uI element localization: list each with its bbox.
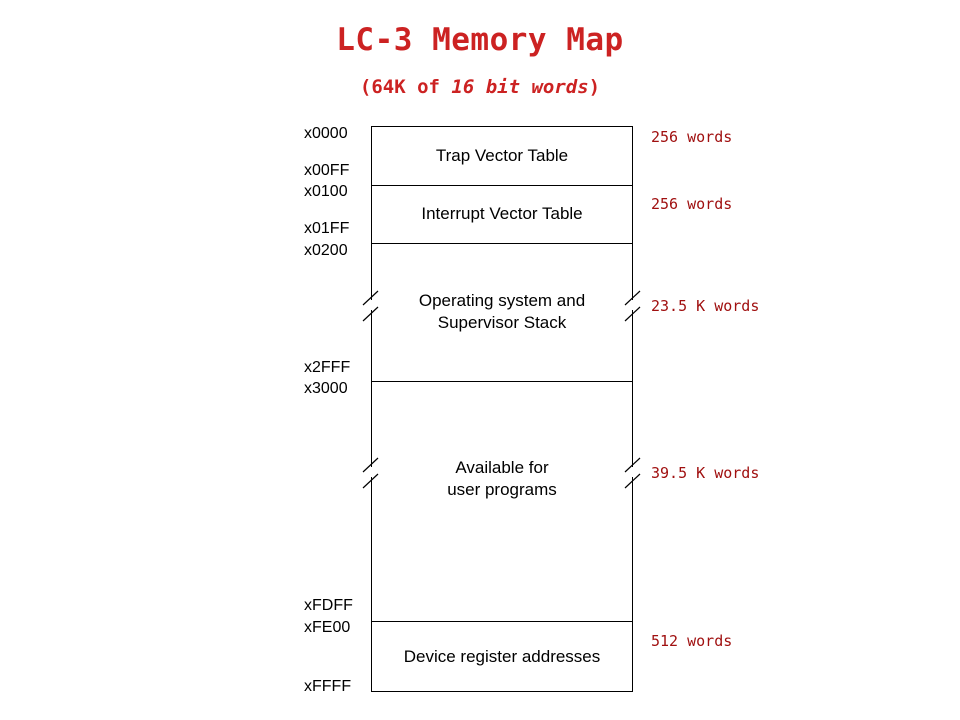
address-label: x2FFF <box>304 359 351 376</box>
divider <box>372 621 632 622</box>
memory-map-box: Trap Vector Table Interrupt Vector Table… <box>371 126 633 692</box>
address-label: x3000 <box>304 380 348 397</box>
address-label: xFFFF <box>304 678 352 695</box>
size-label: 39.5 K words <box>651 464 760 482</box>
break-line-left-top <box>362 457 379 473</box>
subtitle-open: (64K of <box>359 76 452 98</box>
address-label: xFE00 <box>304 619 351 636</box>
break-line-right-bottom <box>624 306 641 322</box>
diagram-title: LC-3 Memory Map <box>336 22 624 58</box>
address-label: x0000 <box>304 125 348 142</box>
subtitle-italic: 16 bit words <box>451 76 589 98</box>
break-line-right-bottom <box>624 473 641 489</box>
break-line-left-bottom <box>362 306 379 322</box>
size-label: 512 words <box>651 632 733 650</box>
address-label: x01FF <box>304 220 350 237</box>
region-interrupt-vector-table: Interrupt Vector Table <box>421 204 583 223</box>
break-gap <box>366 467 376 477</box>
region-operating-system: Operating system and Supervisor Stack <box>418 291 586 332</box>
break-gap <box>366 300 376 310</box>
size-label: 256 words <box>651 128 733 146</box>
divider <box>372 381 632 382</box>
size-label: 256 words <box>651 195 733 213</box>
address-label: x0100 <box>304 183 348 200</box>
subtitle-close: ) <box>588 76 601 98</box>
size-label: 23.5 K words <box>651 297 760 315</box>
address-label: x00FF <box>304 162 350 179</box>
divider <box>372 185 632 186</box>
break-line-right-top <box>624 290 641 306</box>
break-line-left-bottom <box>362 473 379 489</box>
diagram-subtitle: (64K of 16 bit words) <box>0 76 960 98</box>
break-line-left-top <box>362 290 379 306</box>
divider <box>372 243 632 244</box>
region-device-registers: Device register addresses <box>403 646 601 666</box>
address-label: xFDFF <box>304 597 353 614</box>
break-line-right-top <box>624 457 641 473</box>
region-trap-vector-table: Trap Vector Table <box>435 146 569 165</box>
region-user-programs: Available for user programs <box>447 458 557 499</box>
break-gap <box>628 300 638 310</box>
break-gap <box>628 467 638 477</box>
address-label: x0200 <box>304 242 348 259</box>
